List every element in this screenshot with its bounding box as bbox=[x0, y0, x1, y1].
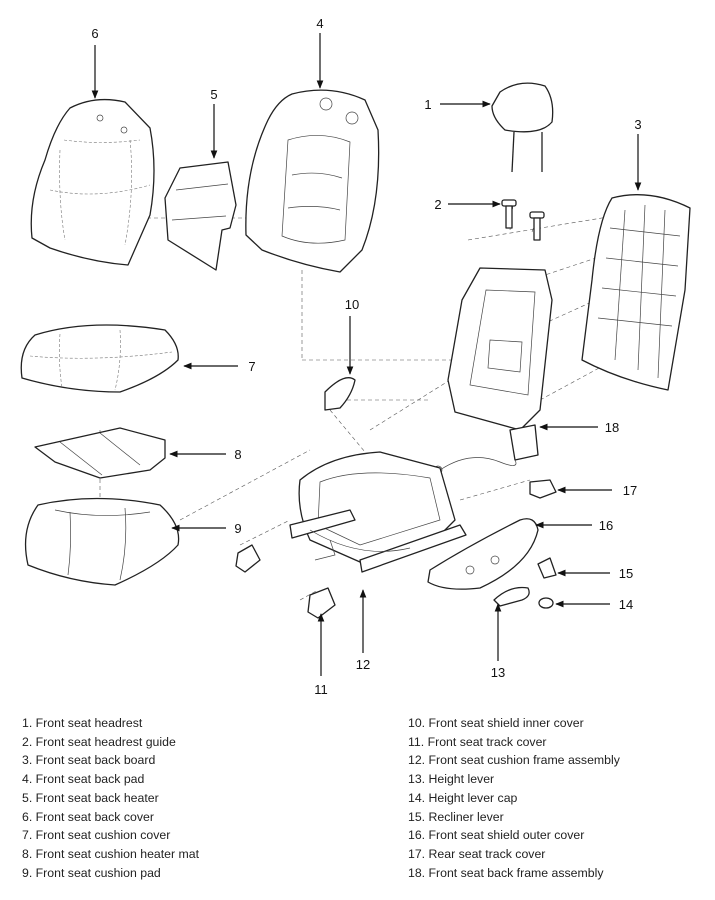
legend-item: 12. Front seat cushion frame assembly bbox=[408, 753, 620, 768]
shield-inner-cover bbox=[324, 377, 356, 411]
callout-3: 3 bbox=[634, 117, 641, 132]
seat-back-frame bbox=[433, 267, 553, 475]
callout-18: 18 bbox=[605, 420, 619, 435]
legend-item: 4. Front seat back pad bbox=[22, 772, 145, 787]
legend-item: 11. Front seat track cover bbox=[408, 734, 547, 749]
callout-16: 16 bbox=[599, 518, 613, 533]
seat-back-board bbox=[581, 194, 691, 391]
callout-12: 12 bbox=[356, 657, 370, 672]
legend-item: 13. Height lever bbox=[408, 772, 495, 787]
cushion-cover bbox=[20, 324, 179, 393]
legend-item: 18. Front seat back frame assembly bbox=[408, 865, 604, 880]
legend-item: 6. Front seat back cover bbox=[22, 809, 154, 824]
headrest bbox=[491, 82, 554, 173]
callout-9: 9 bbox=[234, 521, 241, 536]
recliner-lever bbox=[537, 557, 557, 579]
callout-4: 4 bbox=[316, 16, 323, 31]
callout-8: 8 bbox=[234, 447, 241, 462]
legend-item: 9. Front seat cushion pad bbox=[22, 865, 161, 880]
cushion-frame-assembly bbox=[289, 451, 467, 573]
callout-11: 11 bbox=[314, 682, 328, 697]
callout-6: 6 bbox=[91, 26, 98, 41]
legend-item: 1. Front seat headrest bbox=[22, 716, 143, 730]
legend-left-column: 1. Front seat headrest 2. Front seat hea… bbox=[22, 714, 199, 882]
cushion-heater-mat bbox=[34, 427, 166, 479]
legend-item: 7. Front seat cushion cover bbox=[22, 828, 171, 843]
legend-right-column: 10. Front seat shield inner cover 11. Fr… bbox=[408, 714, 620, 882]
legend-item: 5. Front seat back heater bbox=[22, 790, 159, 805]
shield-outer-cover bbox=[427, 518, 539, 590]
callout-1: 1 bbox=[424, 97, 431, 112]
legend-item: 2. Front seat headrest guide bbox=[22, 734, 176, 749]
seat-back-cover bbox=[30, 98, 155, 266]
legend-item: 17. Rear seat track cover bbox=[408, 846, 546, 861]
callout-2: 2 bbox=[434, 197, 441, 212]
legend-item: 14. Height lever cap bbox=[408, 790, 518, 805]
callout-13: 13 bbox=[491, 665, 505, 680]
track-cover bbox=[235, 544, 336, 619]
callout-15: 15 bbox=[619, 566, 633, 581]
callout-17: 17 bbox=[623, 483, 637, 498]
height-lever-cap bbox=[538, 597, 554, 609]
headrest-guides bbox=[501, 199, 545, 241]
height-lever bbox=[493, 586, 530, 607]
seat-back-heater bbox=[164, 161, 237, 271]
cushion-pad bbox=[24, 497, 180, 586]
seat-back-pad bbox=[245, 89, 380, 273]
exploded-seat-diagram: 1 2 3 4 5 6 7 8 9 10 11 12 13 14 15 16 1… bbox=[20, 16, 691, 697]
callout-14: 14 bbox=[619, 597, 633, 612]
callout-5: 5 bbox=[210, 87, 217, 102]
callout-labels: 1 2 3 4 5 6 7 8 9 10 11 12 13 14 15 16 1… bbox=[91, 16, 641, 697]
legend-item: 3. Front seat back board bbox=[22, 753, 156, 768]
rear-track-cover bbox=[529, 479, 557, 499]
legend-item: 15. Recliner lever bbox=[408, 809, 504, 824]
callout-7: 7 bbox=[248, 359, 255, 374]
legend-item: 10. Front seat shield inner cover bbox=[408, 716, 584, 730]
callout-arrows bbox=[91, 33, 642, 676]
legend-item: 8. Front seat cushion heater mat bbox=[22, 846, 200, 861]
callout-10: 10 bbox=[345, 297, 359, 312]
legend-item: 16. Front seat shield outer cover bbox=[408, 828, 585, 843]
